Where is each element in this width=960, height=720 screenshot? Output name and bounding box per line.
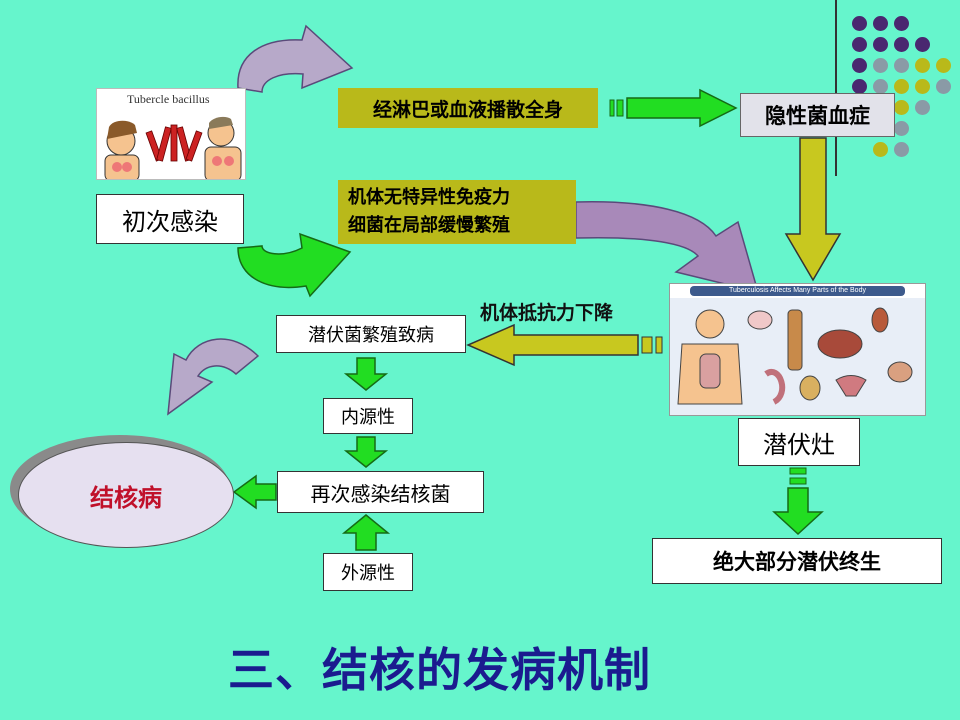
- slide-title: 三、结核的发病机制: [228, 643, 651, 697]
- endogenous-box: 内源性: [323, 398, 413, 434]
- resistance-down-label: 机体抵抗力下降: [480, 302, 614, 324]
- latent-focus-box: 潜伏灶: [738, 418, 860, 466]
- dormant-reactivation-box: 潜伏菌繁殖致病: [276, 315, 466, 353]
- tb-body-parts-illustration: Tuberculosis Affects Many Parts of the B…: [669, 283, 926, 416]
- arrow-right-green-icon: [609, 88, 738, 128]
- curved-arrow-left-icon: [167, 338, 260, 416]
- no-immunity-line-1: 机体无特异性免疫力: [348, 187, 510, 208]
- arrow-down-small-2-icon: [343, 436, 389, 468]
- arrow-down-small-1-icon: [343, 357, 389, 391]
- arrow-left-olive-icon: [466, 323, 663, 367]
- arrow-down-green-icon: [772, 467, 824, 536]
- curved-arrow-bottom-icon: [237, 232, 352, 298]
- tb-disease-ellipse: 结核病: [18, 442, 234, 548]
- spread-box: 经淋巴或血液播散全身: [338, 88, 598, 128]
- illustration-caption: Tubercle bacillus: [127, 92, 210, 106]
- exogenous-box: 外源性: [323, 553, 413, 591]
- arrow-down-olive-icon: [784, 137, 842, 282]
- curved-arrow-purple-icon: [575, 201, 760, 294]
- body-parts-icon: [670, 298, 925, 415]
- arrow-up-small-icon: [341, 514, 391, 551]
- no-immunity-box: 机体无特异性免疫力 细菌在局部缓慢繁殖: [338, 180, 576, 244]
- infection-scene-icon: [104, 116, 242, 179]
- curved-arrow-top-icon: [237, 24, 354, 93]
- reinfection-box: 再次感染结核菌: [277, 471, 484, 513]
- no-immunity-line-2: 细菌在局部缓慢繁殖: [348, 215, 510, 236]
- arrow-left-small-icon: [232, 474, 277, 510]
- lifelong-latent-box: 绝大部分潜伏终生: [652, 538, 942, 584]
- vertical-divider-line: [835, 0, 837, 176]
- tubercle-bacillus-illustration: Tubercle bacillus: [96, 88, 246, 180]
- tb-disease-label: 结核病: [90, 482, 162, 512]
- primary-infection-box: 初次感染: [96, 194, 244, 244]
- illustration-title: Tuberculosis Affects Many Parts of the B…: [690, 286, 905, 296]
- latent-bacteremia-box: 隐性菌血症: [740, 93, 895, 137]
